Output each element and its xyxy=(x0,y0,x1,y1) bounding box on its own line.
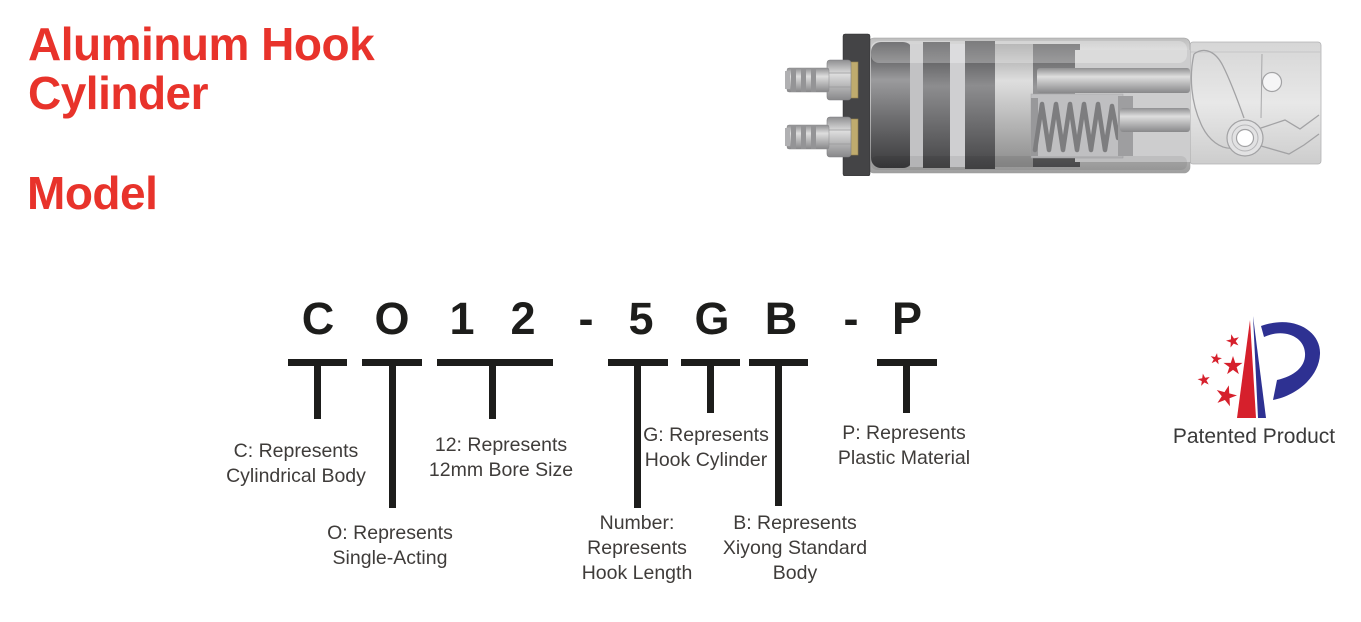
annotation-line: Hook Length xyxy=(581,562,693,584)
connector-number-stem xyxy=(634,359,641,508)
model-code-char: P xyxy=(891,293,923,344)
star-icon xyxy=(1224,332,1241,349)
model-code-char: B xyxy=(764,293,798,344)
model-heading: Model xyxy=(27,167,158,219)
annotation-line: C: Represents xyxy=(233,440,359,462)
annotation-line: 12: Represents xyxy=(434,434,568,456)
annotation-line: Hook Cylinder xyxy=(644,449,768,471)
annotation-single-acting: O: Represents Single-Acting xyxy=(327,521,453,571)
star-icon xyxy=(1209,352,1223,365)
annotation-line: Plastic Material xyxy=(837,447,971,469)
annotation-line: Single-Acting xyxy=(332,547,448,569)
model-code-char: - xyxy=(843,293,859,344)
annotation-line: G: Represents xyxy=(643,424,769,446)
model-code-char: C xyxy=(301,293,335,344)
connector-c-stem xyxy=(314,359,321,419)
patent-logo xyxy=(1196,316,1321,418)
connector-p-stem xyxy=(903,359,910,413)
title-line-2: Cylinder xyxy=(28,67,209,119)
annotation-line: Cylindrical Body xyxy=(226,465,366,487)
patent-caption: Patented Product xyxy=(1172,425,1336,448)
logo-p-bowl xyxy=(1261,322,1321,400)
connector-b-stem xyxy=(775,359,782,506)
logo-blue-spire xyxy=(1253,316,1266,418)
annotation-standard-body: B: Represents Xiyong Standard Body xyxy=(723,511,867,586)
model-code-char: 1 xyxy=(449,293,475,344)
hook-block xyxy=(1189,41,1322,165)
annotation-line: 12mm Bore Size xyxy=(428,459,574,481)
product-image xyxy=(785,33,1322,176)
connector-o-stem xyxy=(389,359,396,508)
page-title: Aluminum Hook Cylinder xyxy=(28,18,375,119)
model-code-char: G xyxy=(694,293,730,344)
cylinder-body xyxy=(867,37,1191,174)
model-code-char: O xyxy=(374,293,410,344)
annotation-line: O: Represents xyxy=(327,522,453,544)
star-icon xyxy=(1196,372,1212,387)
air-fitting-bottom xyxy=(785,116,859,158)
star-icon xyxy=(1223,356,1243,375)
annotation-bore-size: 12: Represents 12mm Bore Size xyxy=(429,433,573,483)
model-code-char: 2 xyxy=(510,293,536,344)
annotation-cylindrical-body: C: Represents Cylindrical Body xyxy=(226,439,366,489)
connector-g-stem xyxy=(707,359,714,413)
annotation-line: Xiyong Standard xyxy=(722,537,868,559)
annotation-line: P: Represents xyxy=(842,422,966,444)
annotation-line: Body xyxy=(772,562,818,584)
star-icon xyxy=(1213,382,1239,408)
annotation-line: Represents xyxy=(587,537,687,559)
spring xyxy=(1032,101,1121,153)
annotation-hook-length: Number: Represents Hook Length xyxy=(582,511,693,586)
title-line-1: Aluminum Hook xyxy=(28,18,375,70)
annotation-line: B: Represents xyxy=(733,512,857,534)
annotation-plastic-material: P: Represents Plastic Material xyxy=(838,421,970,471)
air-fitting-top xyxy=(785,59,859,101)
model-code-char: 5 xyxy=(628,293,654,344)
model-code-char: - xyxy=(578,293,594,344)
connector-bore-stem xyxy=(489,359,496,419)
logo-red-spire xyxy=(1237,320,1256,418)
annotation-hook-cylinder: G: Represents Hook Cylinder xyxy=(643,423,769,473)
annotation-line: Number: xyxy=(599,512,675,534)
